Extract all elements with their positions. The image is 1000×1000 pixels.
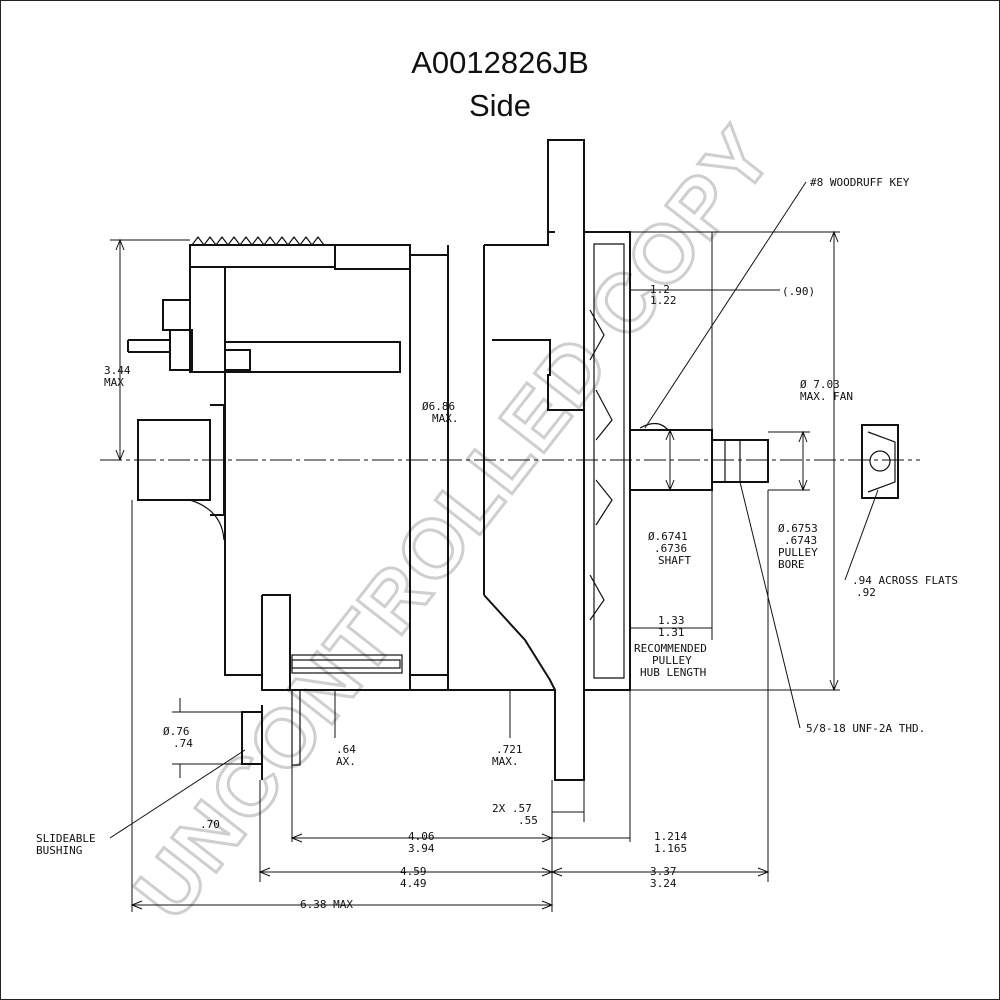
ear-width-label: 2X .57 [492,802,532,815]
bore-diameter-label: Ø.6753 [778,522,818,535]
svg-text:.74: .74 [173,737,193,750]
fan-diameter-label: Ø 7.03 [800,378,840,391]
svg-text:1.31: 1.31 [658,626,685,639]
svg-text:.64: .64 [336,743,356,756]
svg-text:PULLEY: PULLEY [778,546,818,559]
svg-text:RECOMMENDED: RECOMMENDED [634,642,707,655]
svg-text:(.90): (.90) [782,285,815,298]
ear-thickness-label: .721 [496,743,523,756]
svg-text:.92: .92 [856,586,876,599]
dimension-lines [109,181,879,912]
svg-text:1.22: 1.22 [650,294,677,307]
svg-text:4.49: 4.49 [400,877,427,890]
svg-text:3.37: 3.37 [650,865,677,878]
svg-text:1.214: 1.214 [654,830,687,843]
svg-text:4.06: 4.06 [408,830,435,843]
svg-text:HUB LENGTH: HUB LENGTH [640,666,706,679]
svg-text:1.165: 1.165 [654,842,687,855]
bushing-diameter-label: Ø.76 [163,725,190,738]
svg-text:SHAFT: SHAFT [658,554,691,567]
svg-text:.55: .55 [518,814,538,827]
svg-text:BUSHING: BUSHING [36,844,82,857]
svg-text:PULLEY: PULLEY [652,654,692,667]
part-number-title: A0012826JB [411,45,589,80]
svg-text:4.59: 4.59 [400,865,427,878]
across-flats-label: .94 ACROSS FLATS [852,574,958,587]
svg-text:.6736: .6736 [654,542,687,555]
view-title: Side [468,88,532,123]
svg-text:.70: .70 [200,818,220,831]
svg-text:MAX.: MAX. [492,755,519,768]
svg-text:.6743: .6743 [784,534,817,547]
hub-length-label: 1.33 [658,614,685,627]
svg-text:MAX: MAX [104,376,124,389]
thread-label: 5/8-18 UNF-2A THD. [806,722,925,735]
height-label: 3.44 [104,364,131,377]
svg-text:MAX.: MAX. [432,412,459,425]
svg-text:MAX. FAN: MAX. FAN [800,390,853,403]
woodruff-key-label: #8 WOODRUFF KEY [810,176,910,189]
dimension-labels: #8 WOODRUFF KEY 1.2 1.22 (.90) Ø 7.03 MA… [36,176,958,911]
svg-text:AX.: AX. [336,755,356,768]
svg-text:3.94: 3.94 [408,842,435,855]
shaft-diameter-label: Ø.6741 [648,530,688,543]
overall-length-label: 6.38 MAX [300,898,353,911]
watermark: UNCONTROLLED COPY [117,110,790,936]
svg-text:1.2: 1.2 [650,283,670,296]
svg-text:BORE: BORE [778,558,805,571]
slideable-bushing-label: SLIDEABLE [36,832,96,845]
body-diameter-label: Ø6.86 [422,400,455,413]
svg-text:3.24: 3.24 [650,877,677,890]
